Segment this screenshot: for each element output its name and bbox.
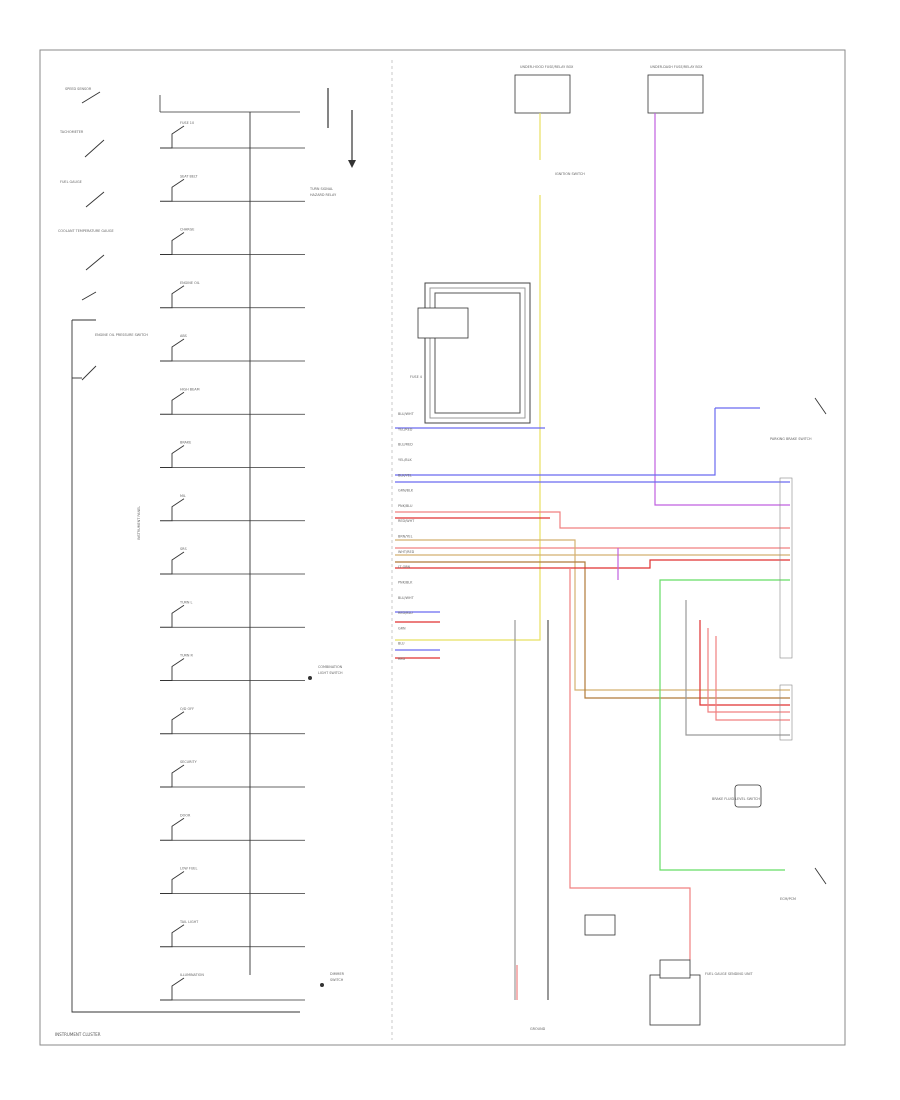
connector-label: PNK/BLK	[398, 580, 413, 584]
right-pin-block	[779, 477, 793, 741]
indicator-fuel-gauge: FUEL GAUGE	[60, 180, 105, 208]
switch-label: HIGH BEAM	[180, 387, 200, 391]
connector-label: GRN/BLK	[398, 489, 414, 493]
connector-label: BRN/YEL	[398, 535, 413, 539]
switch-row: SRS	[160, 547, 305, 575]
switch-label: CHARGE	[180, 228, 194, 232]
switch-label: SRS	[180, 547, 187, 551]
component-underdash-box	[647, 74, 704, 114]
fuel-sender-box	[649, 974, 701, 1026]
indicator-speed-sensor: SPEED SENSOR	[65, 87, 101, 104]
right-components: PARKING BRAKE SWITCH BRAKE FLUID LEVEL S…	[530, 397, 827, 1031]
svg-text:HAZARD RELAY: HAZARD RELAY	[310, 193, 337, 197]
switch-column: INSTRUMENT PANEL	[137, 95, 300, 975]
connector-label: BLK/YEL	[398, 473, 412, 477]
switch-label: MIL	[180, 494, 186, 498]
svg-text:FUSE 4: FUSE 4	[410, 375, 422, 379]
switch-label: TURN L	[179, 600, 193, 604]
switch-row: ILLUMINATION	[160, 973, 305, 1001]
center-relays: TURN SIGNAL HAZARD RELAY COMBINATION LIG…	[308, 88, 356, 987]
connector-label: WHT/RED	[398, 550, 415, 554]
switch-row: DOOR	[160, 813, 305, 841]
switch-row: TURN L	[160, 600, 305, 628]
indicator-tachometer: TACHOMETER	[59, 130, 105, 158]
relay-box	[417, 307, 469, 339]
component-label: UNDER-HOOD FUSE/RELAY BOX	[520, 65, 574, 69]
switch-label: LOW FUEL	[180, 867, 197, 871]
switch-row: MIL	[160, 494, 305, 522]
left-indicators: SPEED SENSOR TACHOMETER FUEL GAUGE COOLA…	[58, 87, 300, 1013]
switch-rows: FUSE 10 SEAT BELT CHARGE ENGINE OIL ABS HIGH …	[160, 121, 305, 1001]
switch-row: HIGH BEAM	[160, 387, 305, 415]
switch-label: O/D OFF	[180, 707, 194, 711]
indicator-label: SPEED SENSOR	[65, 87, 92, 91]
switch-row: LOW FUEL	[160, 867, 305, 894]
connector-label: LT GRN	[398, 565, 411, 569]
component-label: PARKING BRAKE SWITCH	[770, 437, 812, 441]
connector-label: GRN	[398, 626, 406, 630]
connector-label: BLU/WHT	[398, 596, 415, 600]
indicator-label: ENGINE OIL PRESSURE SWITCH	[95, 333, 148, 337]
switch-label: SEAT BELT	[180, 174, 198, 178]
switch-row: ABS	[160, 334, 305, 362]
switch-row: SEAT BELT	[160, 174, 305, 202]
top-components: UNDER-HOOD FUSE/RELAY BOX UNDER-DASH FUS…	[514, 65, 704, 176]
connector-label: YEL/BLK	[398, 458, 412, 462]
switch-row: FUSE 10	[160, 121, 305, 149]
svg-text:TURN SIGNAL: TURN SIGNAL	[309, 187, 333, 191]
connector-label: PNK/BLU	[398, 504, 413, 508]
connector-label: YEL/RED	[398, 427, 413, 431]
connector-label: BLU/WHT	[398, 412, 415, 416]
switch-row: TAIL LIGHT	[160, 920, 305, 948]
connector-label: RED/WHT	[398, 519, 415, 523]
switch-label: BRAKE	[180, 441, 191, 445]
connector-label: RED	[398, 657, 405, 661]
component-label: BRAKE FLUID LEVEL SWITCH	[712, 797, 760, 801]
svg-text:SWITCH: SWITCH	[330, 978, 344, 982]
switch-row: ENGINE OIL	[160, 281, 305, 309]
switch-row: TURN R	[160, 654, 305, 681]
switch-label: DOOR	[180, 813, 191, 817]
component-underhood-box	[514, 74, 571, 114]
connector-label: RED/BLU	[398, 611, 413, 615]
indicator-label: FUEL GAUGE	[60, 180, 82, 184]
bus-label: INSTRUMENT PANEL	[137, 506, 141, 540]
switch-row: BRAKE	[160, 441, 305, 468]
switch-label: ABS	[180, 334, 187, 338]
switch-label: TAIL LIGHT	[179, 920, 199, 924]
indicator-label: TACHOMETER	[59, 130, 84, 134]
diagram-frame	[39, 49, 846, 1046]
svg-text:IGNITION SWITCH: IGNITION SWITCH	[555, 172, 585, 176]
switch-row: O/D OFF	[160, 707, 305, 735]
indicator-oil-pressure: ENGINE OIL PRESSURE SWITCH	[71, 291, 300, 1013]
switch-row: SECURITY	[160, 760, 305, 788]
switch-label: ILLUMINATION	[180, 973, 204, 977]
switch-label: FUSE 10	[180, 121, 194, 125]
switch-label: SECURITY	[180, 760, 198, 764]
switch-label: ENGINE OIL	[180, 281, 200, 285]
connector-label: BLU/RED	[398, 443, 413, 447]
footer-title: INSTRUMENT CLUSTER	[55, 1032, 101, 1037]
component-label: ECM/PCM	[780, 897, 796, 901]
fluid-switch-box	[734, 784, 762, 808]
switch-row: CHARGE	[160, 228, 305, 255]
indicator-coolant: COOLANT TEMPERATURE GAUGE	[58, 229, 114, 271]
svg-text:COMBINATION: COMBINATION	[318, 665, 343, 669]
indicator-label: COOLANT TEMPERATURE GAUGE	[58, 229, 114, 233]
component-label: FUEL GAUGE SENDING UNIT	[705, 972, 754, 976]
svg-text:DIMMER: DIMMER	[330, 972, 345, 976]
colored-wires	[395, 113, 790, 1000]
component-label: GROUND	[530, 1027, 546, 1031]
switch-label: TURN R	[179, 654, 194, 658]
connector-labels: BLU/WHT YEL/RED BLU/RED YEL/BLK BLK/YEL GRN/B…	[398, 412, 415, 661]
relay-loop: FUSE 4	[410, 282, 531, 424]
connector-label: BLU	[398, 642, 405, 646]
svg-text:LIGHT SWITCH: LIGHT SWITCH	[318, 671, 343, 675]
component-label: UNDER-DASH FUSE/RELAY BOX	[650, 65, 703, 69]
